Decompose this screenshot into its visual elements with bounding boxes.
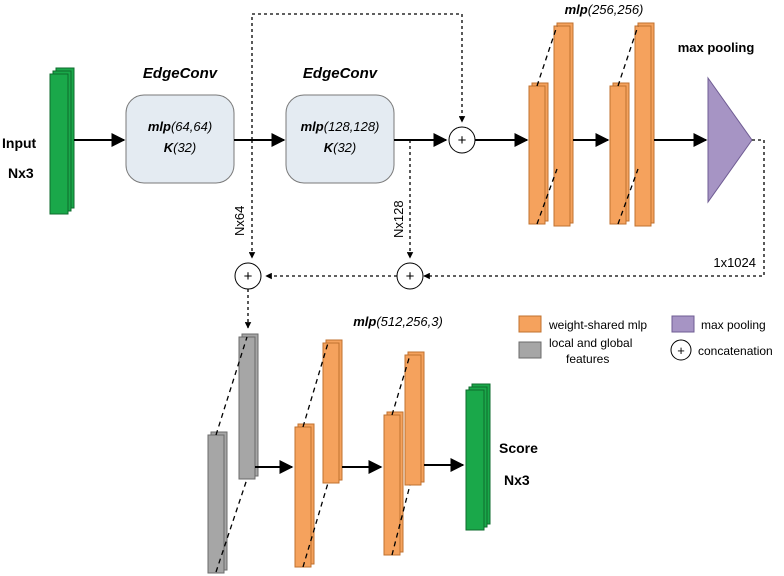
edgeconv1-mlp-prefix: mlp xyxy=(148,119,171,134)
input-point-cloud-stack xyxy=(49,67,75,215)
score-shape-label: Nx3 xyxy=(504,472,530,488)
features-dash-lower xyxy=(215,478,248,573)
concat-node-left: + xyxy=(234,262,262,290)
legend-label-concat: concatenation xyxy=(698,344,773,358)
local-global-feature-stack-short xyxy=(207,431,228,574)
mlp-bottom-prefix: mlp xyxy=(353,314,376,329)
mlp-bottom-layer2-short xyxy=(383,411,404,556)
edgeconv2-mlp-args: (128,128) xyxy=(324,119,380,134)
local-global-feature-stack-tall xyxy=(238,333,259,480)
mlp-top-layer2-dash-lower xyxy=(617,168,639,225)
mlp-top-layer1-dash-lower xyxy=(536,168,558,225)
mlp-bottom-args: (512,256,3) xyxy=(376,314,443,329)
legend-concat-symbol: + xyxy=(677,343,685,358)
edgeconv2-box xyxy=(285,94,395,184)
concat-left-symbol: + xyxy=(244,268,253,285)
concat-top-symbol: + xyxy=(458,132,467,149)
global-feature-return-path xyxy=(423,139,765,280)
legend-label-features-line1: local and global xyxy=(549,336,632,350)
edgeconv1-k-args: (32) xyxy=(173,140,196,155)
edgeconv2-mlp-text: mlp(128,128) xyxy=(301,119,380,134)
score-label: Score xyxy=(499,440,538,456)
edgeconv2-mlp-prefix: mlp xyxy=(301,119,324,134)
legend-label-features-line2: features xyxy=(566,352,609,366)
mlp-bottom-layer2-dash-lower xyxy=(391,484,411,556)
legend-label-maxpool: max pooling xyxy=(701,318,766,332)
edgeconv1-mlp-args: (64,64) xyxy=(171,119,212,134)
mlp-top-layer2-dash-upper xyxy=(617,25,639,87)
edgeconv2-k-args: (32) xyxy=(333,140,356,155)
legend-label-mlp: weight-shared mlp xyxy=(548,318,647,332)
score-output-stack xyxy=(465,383,491,531)
edgeconv2-title: EdgeConv xyxy=(303,65,379,82)
concat-right-symbol: + xyxy=(406,268,415,285)
mlp-top-prefix: mlp xyxy=(565,2,588,17)
concat-node-top: + xyxy=(448,126,476,154)
edgeconv1-title: EdgeConv xyxy=(143,65,219,82)
mlp-bottom-layer2-dash-upper xyxy=(391,354,411,416)
mlp-top-layer1-tall xyxy=(553,22,574,227)
max-pooling-label: max pooling xyxy=(678,40,755,55)
edgeconv1-mlp-text: mlp(64,64) xyxy=(148,119,212,134)
mlp-bottom-layer2-tall xyxy=(404,351,425,486)
edgeconv2-k-prefix: K xyxy=(324,140,335,155)
legend-swatch-features xyxy=(518,341,542,359)
input-label: Input xyxy=(2,135,37,151)
mlp-top-layer1-short xyxy=(528,82,549,225)
mlp-bottom-text: mlp(512,256,3) xyxy=(353,314,443,329)
legend-swatch-maxpool xyxy=(671,315,695,333)
mlp-top-layer2-tall xyxy=(634,22,655,227)
nx128-label: Nx128 xyxy=(391,200,406,238)
mlp-top-args: (256,256) xyxy=(588,2,644,17)
legend-swatch-mlp xyxy=(518,315,542,333)
mlp-bottom-layer1-dash-upper xyxy=(302,342,329,428)
input-shape-label: Nx3 xyxy=(8,165,34,181)
features-dash-upper xyxy=(215,336,248,436)
edgeconv1-k-text: K(32) xyxy=(164,140,197,155)
mlp-top-layer1-dash-upper xyxy=(536,25,558,87)
global-feature-dim-label: 1x1024 xyxy=(713,255,756,270)
mlp-top-layer2-short xyxy=(609,82,630,225)
legend: weight-shared mlp max pooling local and … xyxy=(518,315,773,366)
skip-connection-edgeconv1-to-top-concat xyxy=(251,13,466,140)
mlp-bottom-layer1-tall xyxy=(322,339,343,484)
legend-concat-icon xyxy=(670,339,692,361)
edgeconv2-k-text: K(32) xyxy=(324,140,357,155)
max-pooling-triangle xyxy=(707,76,753,204)
mlp-bottom-layer1-dash-lower xyxy=(302,482,329,568)
mlp-bottom-layer1-short xyxy=(294,423,315,568)
nx64-label: Nx64 xyxy=(232,206,247,236)
mlp-top-text: mlp(256,256) xyxy=(565,2,644,17)
concat-node-right: + xyxy=(396,262,424,290)
edgeconv1-box xyxy=(125,94,235,184)
edgeconv1-k-prefix: K xyxy=(164,140,175,155)
